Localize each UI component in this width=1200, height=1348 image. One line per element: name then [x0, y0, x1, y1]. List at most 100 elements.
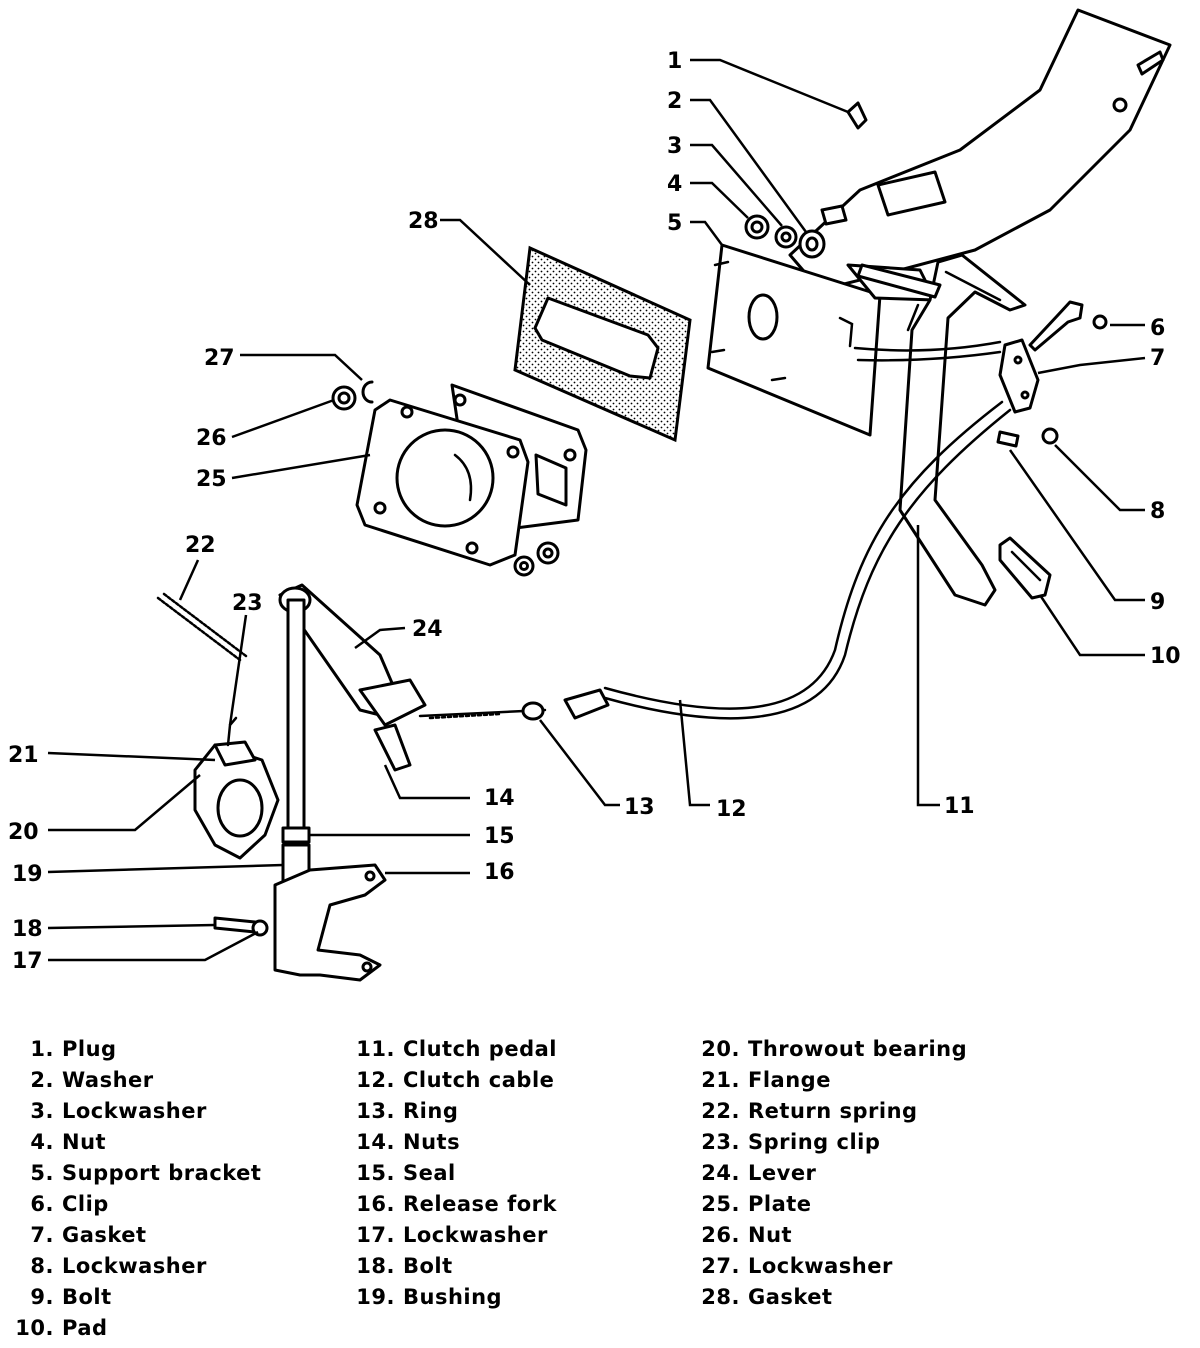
- callout-11: 11: [944, 794, 975, 819]
- legend-number: 12.: [356, 1068, 395, 1092]
- legend-column-2: 11.Clutch pedal 12.Clutch cable 13.Ring …: [355, 1034, 557, 1313]
- legend-label: Spring clip: [748, 1130, 881, 1154]
- legend-number: 3.: [30, 1099, 54, 1123]
- legend-label: Gasket: [748, 1285, 833, 1309]
- callout-9: 9: [1150, 590, 1165, 615]
- callout-2: 2: [667, 89, 682, 114]
- legend-item: 11.Clutch pedal: [355, 1034, 557, 1065]
- legend-number: 16.: [356, 1192, 395, 1216]
- firewall-panel: [788, 8, 1172, 292]
- legend-item: 23. Spring clip: [700, 1127, 967, 1158]
- nut: [744, 214, 770, 240]
- legend-item: 15. Seal: [355, 1158, 557, 1189]
- callout-17: 17: [12, 949, 43, 974]
- legend-label: Nuts: [403, 1130, 461, 1154]
- legend-label: Clip: [62, 1192, 109, 1216]
- legend-number: 10.: [15, 1316, 54, 1340]
- legend-item: 7. Gasket: [14, 1220, 261, 1251]
- plate-nuts: [513, 541, 560, 577]
- legend-number: 4.: [30, 1130, 54, 1154]
- plate: [355, 398, 530, 567]
- legend-number: 22.: [701, 1099, 740, 1123]
- legend-item: 3.Lockwasher: [14, 1096, 261, 1127]
- legend-item: 17.Lockwasher: [355, 1220, 557, 1251]
- fork-bolt: [213, 916, 257, 934]
- callout-24: 24: [412, 617, 443, 642]
- legend-item: 5. Support bracket: [14, 1158, 261, 1189]
- legend-number: 6.: [30, 1192, 54, 1216]
- nuts: [373, 723, 412, 772]
- callout-28: 28: [408, 209, 439, 234]
- legend-number: 28.: [701, 1285, 740, 1309]
- legend-item: 20.Throwout bearing: [700, 1034, 967, 1065]
- clutch-pedal: [898, 253, 1027, 607]
- legend-number: 2.: [30, 1068, 54, 1092]
- legend-label: Return spring: [748, 1099, 918, 1123]
- legend-label: Lockwasher: [748, 1254, 893, 1278]
- legend-label: Nut: [62, 1130, 107, 1154]
- plug: [846, 101, 868, 130]
- legend-label: Seal: [403, 1161, 456, 1185]
- legend-label: Nut: [748, 1223, 793, 1247]
- legend-item: 21. Flange: [700, 1065, 967, 1096]
- callout-4: 4: [667, 172, 682, 197]
- callout-27: 27: [204, 346, 235, 371]
- legend-item: 16. Release fork: [355, 1189, 557, 1220]
- lockwasher-small: [361, 380, 374, 404]
- legend-number: 26.: [701, 1223, 740, 1247]
- pedal-pivot: [853, 263, 1002, 362]
- callout-3: 3: [667, 134, 682, 159]
- legend-number: 24.: [701, 1161, 740, 1185]
- callout-18: 18: [12, 917, 43, 942]
- callout-8: 8: [1150, 499, 1165, 524]
- legend-number: 19.: [356, 1285, 395, 1309]
- callout-14: 14: [484, 786, 515, 811]
- legend-number: 7.: [30, 1223, 54, 1247]
- legend-number: 1.: [30, 1037, 54, 1061]
- legend-label: Washer: [62, 1068, 154, 1092]
- pedal-lockwasher: [1041, 427, 1059, 445]
- clutch-cable: [418, 400, 1012, 720]
- callout-15: 15: [484, 824, 515, 849]
- legend-item: 19. Bushing: [355, 1282, 557, 1313]
- return-spring: [156, 592, 248, 662]
- callout-10: 10: [1150, 644, 1181, 669]
- legend-number: 23.: [701, 1130, 740, 1154]
- legend-label: Support bracket: [62, 1161, 262, 1185]
- legend-item: 6. Clip: [14, 1189, 261, 1220]
- legend-item: 10.Pad: [14, 1313, 261, 1344]
- legend-item: 14. Nuts: [355, 1127, 557, 1158]
- legend-item: 1. Plug: [14, 1034, 261, 1065]
- lockwasher: [774, 225, 798, 249]
- legend-label: Bushing: [403, 1285, 503, 1309]
- legend-number: 17.: [356, 1223, 395, 1247]
- callout-13: 13: [624, 795, 655, 820]
- legend-item: 8. Lockwasher: [14, 1251, 261, 1282]
- legend-number: 18.: [356, 1254, 395, 1278]
- callout-20: 20: [8, 820, 39, 845]
- legend-label: Lockwasher: [62, 1254, 207, 1278]
- legend-number: 11.: [356, 1037, 395, 1061]
- legend-label: Gasket: [62, 1223, 147, 1247]
- pedal-bolt: [996, 430, 1020, 448]
- throwout-bearing: [193, 743, 280, 860]
- callout-7: 7: [1150, 346, 1165, 371]
- legend-column-3: 20.Throwout bearing 21. Flange 22. Return …: [700, 1034, 967, 1313]
- legend-label: Plug: [62, 1037, 117, 1061]
- legend-number: 14.: [356, 1130, 395, 1154]
- legend-number: 5.: [30, 1161, 54, 1185]
- washer: [798, 229, 826, 259]
- callout-5: 5: [667, 211, 682, 236]
- legend-label: Release fork: [403, 1192, 557, 1216]
- legend-label: Plate: [748, 1192, 812, 1216]
- legend-number: 21.: [701, 1068, 740, 1092]
- legend-label: Flange: [748, 1068, 831, 1092]
- legend-number: 15.: [356, 1161, 395, 1185]
- release-fork: [273, 863, 387, 982]
- legend-number: 25.: [701, 1192, 740, 1216]
- legend-label: Lever: [748, 1161, 817, 1185]
- callout-1: 1: [667, 49, 682, 74]
- legend-label: Bolt: [403, 1254, 453, 1278]
- legend-number: 8.: [30, 1254, 54, 1278]
- callout-numbers: 1 2 3 4 5 6 7 8 9 10 11 12 13 14 15 16 1…: [8, 49, 1181, 974]
